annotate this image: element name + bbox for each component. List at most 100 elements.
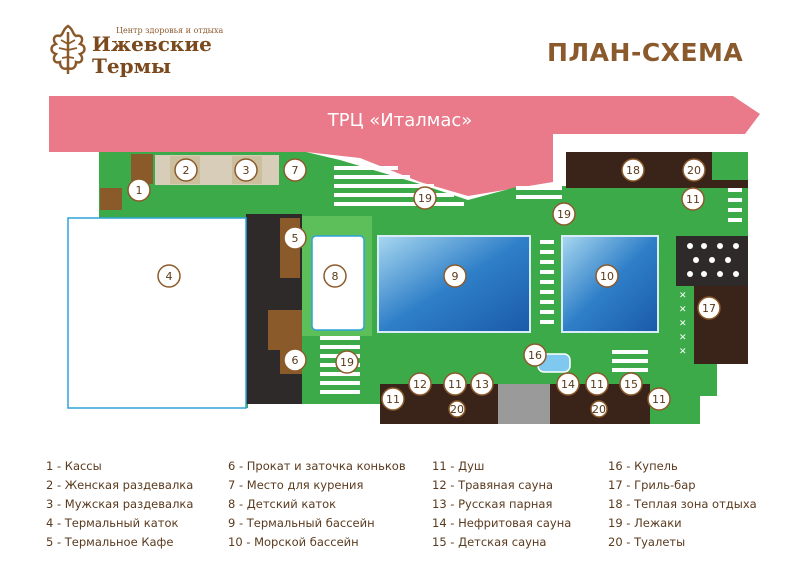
plan-title: ПЛАН-СХЕМА: [547, 38, 744, 67]
zone-badge-7: 7: [283, 158, 307, 182]
zone-badge-13: 13: [470, 372, 494, 396]
svg-text:3: 3: [243, 164, 250, 177]
zone-badge-16: 16: [523, 343, 547, 367]
svg-text:11: 11: [652, 393, 666, 406]
legend-item: 2 - Женская раздевалка: [46, 478, 194, 492]
zone-badge-9: 9: [443, 264, 467, 288]
zone-badge-6: 6: [283, 348, 307, 372]
grill-bar-chairs: ✕ ✕ ✕ ✕ ✕: [679, 291, 687, 357]
svg-text:✕: ✕: [679, 333, 687, 343]
zone-badge-19: 19: [552, 202, 576, 226]
oak-leaf-logo-icon: [50, 24, 86, 74]
svg-text:10: 10: [600, 270, 614, 283]
svg-text:✕: ✕: [679, 291, 687, 301]
grill-bar-tables: [687, 243, 739, 277]
legend-item: 1 - Кассы: [46, 459, 102, 473]
zone-badge-17: 17: [697, 296, 721, 320]
svg-text:20: 20: [592, 403, 606, 416]
legend-item: 3 - Мужская раздевалка: [46, 497, 194, 511]
zone-badge-19: 19: [335, 350, 359, 374]
zone-badge-20: 20: [590, 400, 608, 418]
legend-item: 17 - Гриль-бар: [608, 478, 696, 492]
svg-text:12: 12: [413, 378, 427, 391]
zone-badge-18: 18: [621, 158, 645, 182]
zone-badge-15: 15: [619, 372, 643, 396]
zone-badge-8: 8: [323, 264, 347, 288]
zone-badge-12: 12: [408, 372, 432, 396]
svg-text:1: 1: [136, 184, 143, 197]
legend-item: 14 - Нефритовая сауна: [432, 516, 572, 530]
legend-item: 4 - Термальный каток: [46, 516, 179, 530]
legend-col-2: 6 - Прокат и заточка коньков 7 - Место д…: [228, 457, 406, 552]
zone-badge-11: 11: [443, 372, 467, 396]
legend-col-1: 1 - Кассы 2 - Женская раздевалка 3 - Муж…: [46, 457, 193, 552]
svg-text:14: 14: [561, 378, 575, 391]
zone-badge-10: 10: [595, 264, 619, 288]
zone-badge-11: 11: [647, 387, 671, 411]
svg-text:8: 8: [332, 270, 339, 283]
zone-1-block: [131, 154, 153, 184]
zone-badge-19: 19: [413, 186, 437, 210]
svg-text:✕: ✕: [679, 319, 687, 329]
logo-title: Ижевские Термы: [92, 33, 212, 77]
legend-item: 20 - Туалеты: [608, 535, 686, 549]
svg-text:5: 5: [292, 232, 299, 245]
zone-4-rink: [67, 217, 247, 409]
zone-badge-1: 1: [127, 178, 151, 202]
svg-text:6: 6: [292, 354, 299, 367]
zone-badge-2: 2: [174, 158, 198, 182]
legend-item: 16 - Купель: [608, 459, 678, 473]
svg-text:11: 11: [448, 378, 462, 391]
svg-text:19: 19: [340, 356, 354, 369]
logo-line-2: Термы: [92, 54, 172, 78]
svg-text:9: 9: [452, 270, 459, 283]
zone-6-rental: [268, 310, 302, 350]
svg-text:17: 17: [702, 302, 716, 315]
svg-text:2: 2: [183, 164, 190, 177]
svg-text:20: 20: [687, 164, 701, 177]
svg-text:16: 16: [528, 349, 542, 362]
zone-badge-11: 11: [585, 372, 609, 396]
legend-item: 5 - Термальное Кафе: [46, 535, 174, 549]
zone-badge-20: 20: [448, 400, 466, 418]
legend-item: 13 - Русская парная: [432, 497, 553, 511]
legend-item: 9 - Термальный бассейн: [228, 516, 375, 530]
saunas-center-block: [498, 384, 550, 424]
legend-item: 15 - Детская сауна: [432, 535, 547, 549]
legend-col-3: 11 - Душ 12 - Травяная сауна 13 - Русска…: [432, 457, 571, 552]
svg-text:11: 11: [590, 378, 604, 391]
zone-badge-11: 11: [681, 187, 705, 211]
mall-area: [49, 96, 760, 196]
logo: [46, 24, 90, 76]
zone-badge-11: 11: [381, 387, 405, 411]
svg-text:18: 18: [626, 164, 640, 177]
svg-text:11: 11: [386, 393, 400, 406]
svg-text:4: 4: [166, 270, 173, 283]
svg-text:7: 7: [292, 164, 299, 177]
legend-item: 7 - Место для курения: [228, 478, 364, 492]
zone-badge-20: 20: [682, 158, 706, 182]
logo-subtitle: Центр здоровья и отдыха: [116, 26, 224, 35]
legend-item: 8 - Детский каток: [228, 497, 337, 511]
zone-1-block-2: [100, 188, 122, 210]
zone-badge-5: 5: [283, 226, 307, 250]
zone-badge-14: 14: [556, 372, 580, 396]
zone-badge-4: 4: [157, 264, 181, 288]
svg-text:11: 11: [686, 193, 700, 206]
zone-badge-3: 3: [234, 158, 258, 182]
mall-label: ТРЦ «Италмас»: [327, 110, 473, 131]
legend-col-4: 16 - Купель 17 - Гриль-бар 18 - Теплая з…: [608, 457, 757, 552]
legend-item: 12 - Травяная сауна: [432, 478, 554, 492]
legend-item: 11 - Душ: [432, 459, 485, 473]
svg-text:19: 19: [418, 192, 432, 205]
svg-text:✕: ✕: [679, 305, 687, 315]
legend-item: 19 - Лежаки: [608, 516, 682, 530]
svg-text:20: 20: [450, 403, 464, 416]
svg-text:19: 19: [557, 208, 571, 221]
legend-item: 10 - Морской бассейн: [228, 535, 359, 549]
svg-text:✕: ✕: [679, 347, 687, 357]
legend-item: 6 - Прокат и заточка коньков: [228, 459, 406, 473]
zone-18-gap: [712, 152, 748, 180]
